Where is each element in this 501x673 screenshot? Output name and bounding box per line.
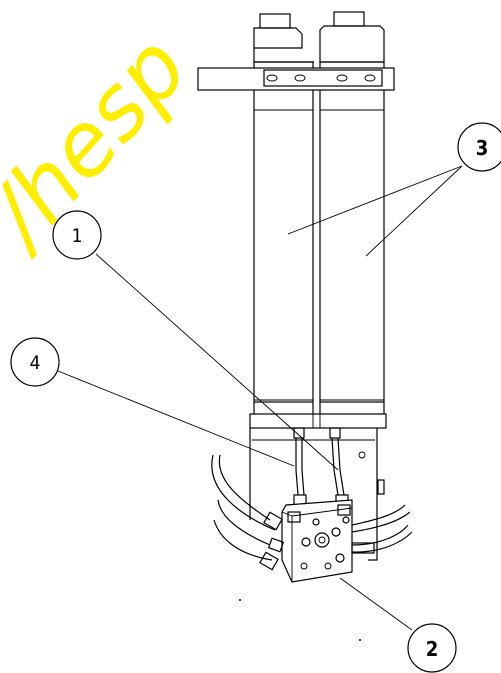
left-side-hoses <box>211 454 285 571</box>
callout-3: 3 <box>457 122 501 172</box>
manifold-block <box>281 499 353 583</box>
filter-hoses <box>293 427 349 506</box>
lower-clamps <box>249 402 387 429</box>
watermark: /hesp <box>0 16 207 269</box>
filter-housing-right <box>319 11 385 403</box>
callout-2-label: 2 <box>426 637 439 661</box>
watermark-text: /hesp <box>0 16 207 269</box>
leader-lines <box>57 165 463 631</box>
callout-1-label: 1 <box>72 225 83 247</box>
lower-frame <box>249 428 385 561</box>
filter-housing-left <box>253 13 314 403</box>
callout-4: 4 <box>10 337 60 387</box>
callout-3-label: 3 <box>476 136 489 160</box>
right-side-hoses <box>351 504 413 554</box>
callout-2: 2 <box>407 623 457 673</box>
mounting-bracket <box>197 67 395 91</box>
callout-1: 1 <box>52 210 102 260</box>
callout-4-label: 4 <box>30 352 41 374</box>
